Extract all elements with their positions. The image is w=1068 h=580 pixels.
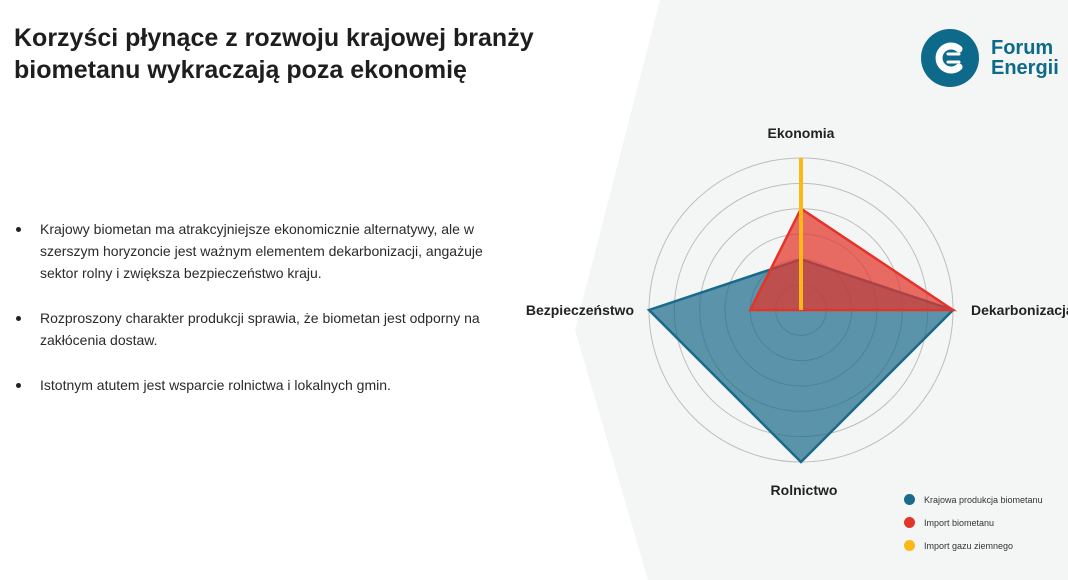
axis-label-ekonomia: Ekonomia	[768, 125, 835, 141]
logo-e-icon	[921, 29, 979, 87]
axis-label-dekarbonizacja: Dekarbonizacja	[971, 302, 1068, 318]
legend-item: Import biometanu	[904, 511, 1043, 534]
legend-swatch	[904, 494, 915, 505]
axis-label-bezpieczenstwo: Bezpieczeństwo	[526, 302, 634, 318]
page-title: Korzyści płynące z rozwoju krajowej bran…	[14, 24, 534, 84]
chart-legend: Krajowa produkcja biometanu Import biome…	[904, 488, 1043, 557]
bullet-item: Krajowy biometan ma atrakcyjniejsze ekon…	[14, 218, 494, 284]
legend-label: Import biometanu	[924, 517, 995, 528]
axis-label-rolnictwo: Rolnictwo	[771, 482, 838, 498]
series-area-1	[748, 206, 958, 312]
legend-item: Krajowa produkcja biometanu	[904, 488, 1043, 511]
legend-item: Import gazu ziemnego	[904, 534, 1043, 557]
legend-swatch	[904, 517, 915, 528]
legend-label: Import gazu ziemnego	[924, 540, 1014, 551]
bullet-item: Rozproszony charakter produkcji sprawia,…	[14, 307, 494, 351]
legend-swatch	[904, 540, 915, 551]
legend-label: Krajowa produkcja biometanu	[924, 494, 1043, 505]
bullet-item: Istotnym atutem jest wsparcie rolnictwa …	[14, 374, 494, 396]
logo-text-line2: Energii	[991, 57, 1059, 79]
forum-energii-logo: Forum Energii	[921, 29, 1059, 87]
bullet-list: Krajowy biometan ma atrakcyjniejsze ekon…	[14, 218, 494, 419]
logo-text-line1: Forum	[991, 37, 1054, 59]
